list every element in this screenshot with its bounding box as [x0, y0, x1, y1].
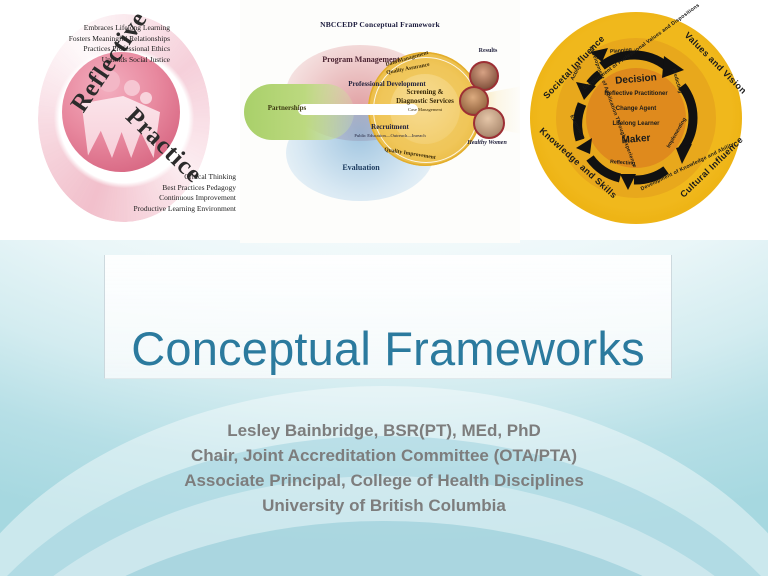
nbccedp-partnerships-label: Partnerships — [267, 104, 307, 112]
nbccedp-evaluation-label: Evaluation — [342, 163, 380, 172]
nbccedp-screening-label: Screening & Diagnostic Services Case Man… — [390, 88, 460, 115]
wheel-core-decision: Decision — [614, 72, 658, 87]
nbccedp-recruitment-text: Recruitment — [371, 123, 409, 131]
background-swoosh-4 — [0, 521, 768, 576]
nbccedp-title: NBCCEDP Conceptual Framework — [320, 20, 440, 29]
nbccedp-screening-sub: Case Management — [407, 107, 443, 112]
wheel-cycle-arrows-icon — [573, 48, 698, 190]
subtitle-placeholder[interactable]: Lesley Bainbridge, BSR(PT), MEd, PhD Cha… — [84, 418, 684, 518]
rp-top-line-3: Practices Professional Ethics — [83, 44, 170, 53]
reflective-practice-top-attributes: Embraces Lifelong Learning Fosters Meani… — [8, 23, 170, 65]
nbccedp-portrait-3 — [473, 107, 505, 139]
wheel-core-role-3: Lifelong Learner — [612, 121, 660, 127]
wheel-core-role-2: Change Agent — [615, 106, 657, 112]
rp-bot-line-1: Critical Thinking — [184, 172, 236, 181]
nbccedp-screening-text: Screening & Diagnostic Services — [396, 88, 454, 105]
reflective-practice-image: Reflective Practice Embraces Lifelong Le… — [0, 0, 240, 240]
subtitle-line-2: Chair, Joint Accreditation Committee (OT… — [191, 446, 577, 465]
rp-bot-line-4: Productive Learning Environment — [133, 203, 236, 213]
rp-top-line-1: Embraces Lifelong Learning — [83, 23, 170, 32]
nbccedp-recruitment-sub: Public Education—Outreach—Inreach — [354, 132, 426, 138]
nbccedp-healthy-women-label: Healthy Women — [467, 140, 507, 146]
rp-top-line-4: Upholds Social Justice — [101, 54, 170, 64]
nbccedp-recruitment-label: Recruitment Public Education—Outreach—In… — [332, 123, 448, 140]
reflective-practice-bottom-attributes: Critical Thinking Best Practices Pedagog… — [74, 172, 236, 214]
wheel-core-text: Decision Reflective Practitioner Change … — [586, 68, 686, 168]
nbccedp-results-label: Results — [478, 48, 498, 54]
wheel-core-maker: Maker — [621, 132, 651, 147]
subtitle-line-3: Associate Principal, College of Health D… — [184, 471, 584, 490]
subtitle-line-4: University of British Columbia — [262, 496, 506, 515]
rp-bot-line-2: Best Practices Pedagogy — [162, 182, 236, 192]
nbccedp-portrait-1 — [469, 61, 499, 91]
rp-top-line-2: Fosters Meaningful Relationships — [68, 33, 170, 43]
wheel-core-role-1: Reflective Practitioner — [604, 91, 668, 97]
nbccedp-framework-image: NBCCEDP Conceptual Framework Program Man… — [240, 0, 520, 243]
nbccedp-program-management-label: Program Management — [322, 55, 400, 64]
nbccedp-white-bar — [298, 104, 418, 115]
rp-bot-line-3: Continuous Improvement — [159, 193, 236, 202]
title-placeholder[interactable]: Conceptual Frameworks — [104, 255, 672, 379]
decision-maker-wheel-image: Societal Influence Values and Vision Kno… — [520, 0, 768, 240]
wheel-inner-circle — [586, 68, 686, 168]
nbccedp-professional-development-label: Professional Development — [348, 80, 426, 88]
reflective-practice-figure-icon — [62, 52, 180, 172]
subtitle-line-1: Lesley Bainbridge, BSR(PT), MEd, PhD — [227, 421, 541, 440]
page-title: Conceptual Frameworks — [131, 322, 645, 375]
image-strip: Reflective Practice Embraces Lifelong Le… — [0, 0, 768, 243]
